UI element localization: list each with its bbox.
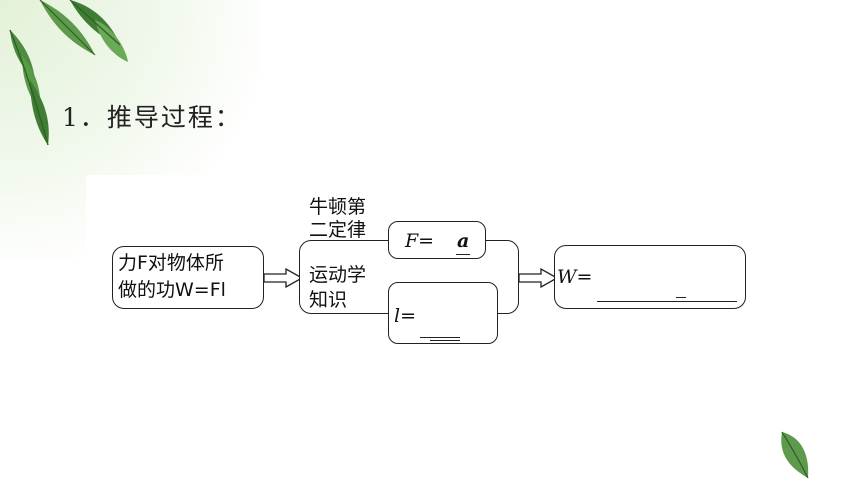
answer-blank bbox=[597, 301, 737, 302]
work-definition-line2: 做的功W=Fl bbox=[118, 279, 226, 301]
arrow-right-icon bbox=[519, 268, 559, 288]
work-definition-line1: 力F对物体所 bbox=[118, 252, 224, 274]
result-box bbox=[554, 245, 746, 309]
newton-formula-partial: a bbox=[457, 230, 470, 252]
result-formula: W= bbox=[557, 266, 593, 288]
kinematics-formula: l= bbox=[394, 305, 416, 327]
kinematics-label-line2: 知识 bbox=[309, 289, 348, 311]
work-definition-box bbox=[112, 246, 264, 309]
newton-law-label-line1: 牛顿第 bbox=[309, 196, 367, 218]
answer-blank bbox=[420, 337, 460, 338]
kinematics-label-line1: 运动学 bbox=[309, 264, 367, 286]
answer-blank bbox=[676, 297, 686, 298]
answer-blank bbox=[418, 284, 478, 332]
section-heading: 1．推导过程： bbox=[62, 103, 242, 132]
newton-formula: F= bbox=[405, 230, 435, 252]
answer-blank bbox=[456, 254, 470, 255]
leaf-decoration-icon bbox=[781, 431, 809, 479]
newton-law-label-line2: 二定律 bbox=[309, 219, 367, 241]
answer-blank bbox=[430, 340, 460, 341]
newton-formula-box bbox=[388, 221, 486, 259]
arrow-right-icon bbox=[264, 268, 304, 288]
leaf-decoration-icon bbox=[9, 0, 128, 146]
